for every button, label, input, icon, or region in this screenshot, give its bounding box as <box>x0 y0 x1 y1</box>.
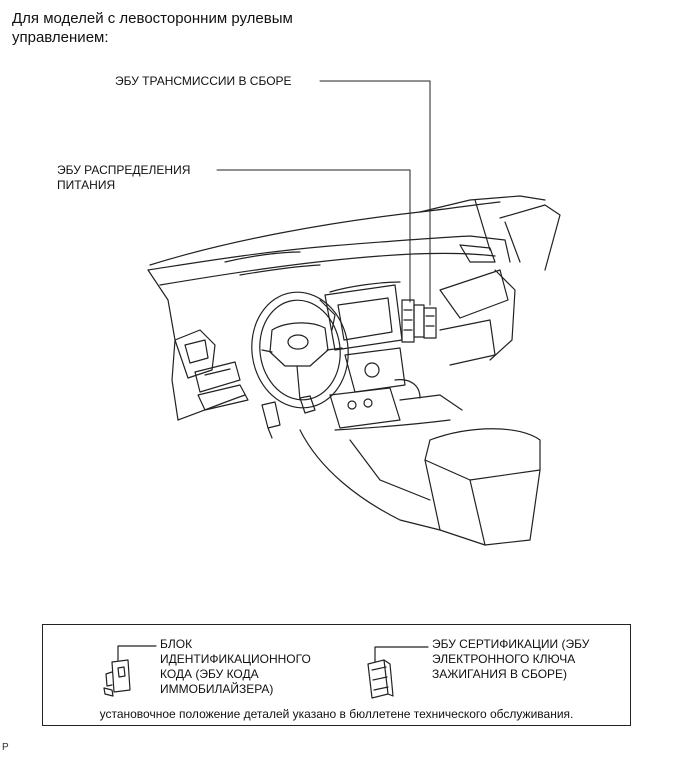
legend-box: БЛОК ИДЕНТИФИКАЦИОННОГО КОДА (ЭБУ КОДА И… <box>42 624 631 726</box>
callout-power-distribution-ecu: ЭБУ РАСПРЕДЕЛЕНИЯ ПИТАНИЯ <box>57 163 191 192</box>
windshield-outline <box>149 195 561 271</box>
callout-transmission-ecu: ЭБУ ТРАНСМИССИИ В СБОРЕ <box>115 74 292 88</box>
id-code-box-icon <box>103 645 157 697</box>
page-heading: Для моделей с левосторонним рулевым упра… <box>12 10 293 46</box>
certification-ecu-icon <box>367 646 429 699</box>
pedals <box>261 395 316 439</box>
callout-leaders <box>216 80 431 306</box>
legend-certification-ecu-label: ЭБУ СЕРТИФИКАЦИИ (ЭБУ ЭЛЕКТРОННОГО КЛЮЧА… <box>432 637 590 681</box>
center-display <box>324 281 403 351</box>
center-console <box>329 347 463 431</box>
legend-note: установочное положение деталей указано в… <box>99 707 574 721</box>
left-dash-side <box>147 269 249 421</box>
dashboard-top <box>147 235 511 286</box>
corner-mark: P <box>2 742 9 753</box>
right-dash <box>439 269 516 366</box>
ecu-stack <box>401 299 437 343</box>
legend-id-code-box-label: БЛОК ИДЕНТИФИКАЦИОННОГО КОДА (ЭБУ КОДА И… <box>160 637 311 696</box>
floor-console <box>299 428 541 546</box>
steering-wheel <box>251 291 349 409</box>
